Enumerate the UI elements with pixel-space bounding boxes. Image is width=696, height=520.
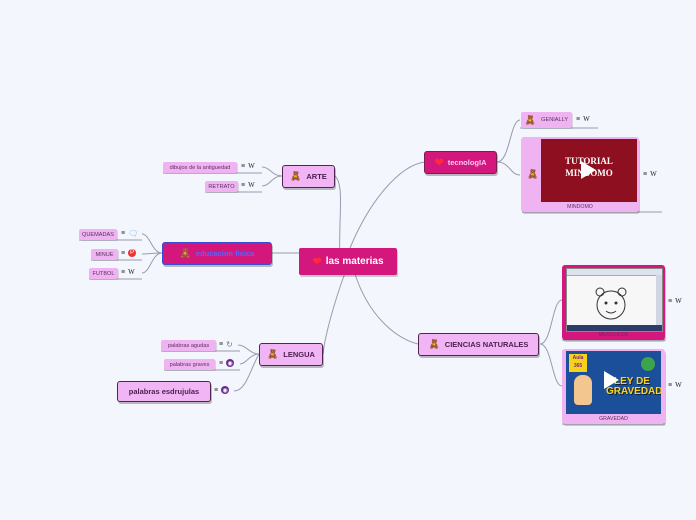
notes-icon[interactable]: ≡	[576, 115, 580, 123]
subtopic-esdrujulas[interactable]: palabras esdrujulas	[117, 381, 211, 402]
central-topic-label: las materias	[325, 256, 384, 267]
refresh-icon[interactable]: ↻	[226, 340, 233, 349]
video-card-musculos-attachments: ≡ W	[668, 297, 682, 305]
video-caption: MINDOMO	[567, 204, 593, 210]
subtopic-quemadas-attachments: ≡ 🗨	[121, 229, 138, 238]
subtopic-esdrujulas-label: palabras esdrujulas	[128, 387, 200, 396]
subtopic-graves-attachments: ≡ ◉	[219, 359, 235, 367]
subtopic-dibujos-label: dibujos de la antiguedad	[169, 164, 231, 171]
play-icon[interactable]	[581, 161, 596, 179]
video-caption: GRAVEDAD	[599, 416, 628, 422]
subtopic-graves-label: palabras graves	[169, 361, 210, 368]
video-card-mindomo-attachments: ≡ W	[643, 170, 657, 178]
notes-icon[interactable]: ≡	[219, 341, 223, 348]
wikipedia-icon[interactable]: W	[650, 170, 657, 178]
notes-icon[interactable]: ≡	[121, 249, 125, 257]
globe-icon[interactable]: ◉	[221, 386, 230, 394]
subtopic-futbol[interactable]: FUTBOL	[89, 268, 118, 279]
notes-icon[interactable]: ≡	[241, 162, 245, 170]
subtopic-genially-attachments: ≡ W	[576, 115, 590, 123]
subtopic-retrato-label: RETRATO	[208, 183, 235, 190]
video-card-mindomo[interactable]: 🧸 TUTORIAL MINDOMO MINDOMO	[521, 137, 639, 212]
subtopic-quemadas-label: QUEMADAS	[81, 231, 114, 238]
subtopic-futbol-attachments: ≡ W	[121, 268, 135, 276]
video-thumbnail	[566, 268, 663, 332]
subtopic-quemadas[interactable]: QUEMADAS	[79, 229, 117, 240]
wikipedia-icon[interactable]: W	[248, 162, 255, 170]
subtopic-futbol-label: FUTBOL	[92, 270, 115, 277]
comment-icon[interactable]: 🗨	[128, 229, 139, 238]
subtopic-retrato[interactable]: RETRATO	[205, 181, 238, 192]
teddy-bear-icon: 🧸	[527, 169, 539, 179]
notes-icon[interactable]: ≡	[241, 181, 245, 189]
video-thumbnail: Aula 365 LEY DE GRAVEDAD	[566, 351, 661, 414]
subtopic-minue[interactable]: MINUE	[91, 249, 118, 260]
video-card-gravedad-attachments: ≡ W	[668, 381, 682, 389]
topic-lengua[interactable]: 🧸 LENGUA	[259, 343, 323, 366]
play-icon[interactable]	[604, 371, 619, 389]
topic-tecnologia-label: tecnologIA	[447, 158, 487, 167]
topic-arte-label: ARTE	[306, 172, 327, 181]
teddy-bear-icon: 🧸	[267, 349, 279, 359]
notes-icon[interactable]: ≡	[643, 170, 647, 178]
wikipedia-icon[interactable]: W	[675, 297, 682, 305]
video-card-musculos[interactable]: MUSCULOS	[562, 265, 665, 340]
topic-lengua-label: LENGUA	[283, 350, 315, 359]
video-thumbnail: TUTORIAL MINDOMO	[541, 139, 637, 202]
video-caption: MUSCULOS	[598, 332, 629, 338]
heart-icon: ❤	[312, 256, 322, 268]
topic-ciencias-naturales[interactable]: 🧸 CIENCIAS NATURALES	[418, 333, 539, 356]
notes-icon[interactable]: ≡	[121, 230, 125, 237]
central-topic[interactable]: ❤ las materias	[299, 248, 397, 275]
wikipedia-icon[interactable]: W	[675, 381, 682, 389]
teddy-bear-icon: 🧸	[524, 114, 537, 125]
aula365-logo: Aula 365	[569, 354, 587, 372]
sketch-drawing	[595, 287, 627, 320]
subtopic-dibujos[interactable]: dibujos de la antiguedad	[163, 162, 237, 173]
subtopic-agudas[interactable]: palabras agudas	[161, 340, 216, 351]
subtopic-agudas-attachments: ≡ ↻	[219, 340, 233, 349]
subtopic-genially-label: GENIALLY	[541, 117, 569, 123]
wikipedia-icon[interactable]: W	[128, 268, 135, 276]
subtopic-genially[interactable]: 🧸 GENIALLY	[521, 112, 572, 128]
subtopic-minue-attachments: ≡ P	[121, 249, 137, 257]
heart-icon: ❤	[434, 157, 444, 169]
notes-icon[interactable]: ≡	[668, 381, 672, 389]
subtopic-dibujos-attachments: ≡ W	[241, 162, 255, 170]
wikipedia-icon[interactable]: W	[248, 181, 255, 189]
subtopic-retrato-attachments: ≡ W	[241, 181, 255, 189]
topic-ciencias-naturales-label: CIENCIAS NATURALES	[444, 340, 529, 349]
globe-icon[interactable]: ◉	[226, 359, 235, 367]
gravedad-title: LEY DE GRAVEDAD	[606, 376, 661, 397]
notes-icon[interactable]: ≡	[214, 386, 218, 394]
topic-tecnologia[interactable]: ❤ tecnologIA	[424, 151, 497, 174]
topic-educacion-fisica[interactable]: 🧸 educacion fisica	[162, 242, 272, 265]
subtopic-esdrujulas-attachments: ≡ ◉	[214, 386, 230, 394]
subtopic-minue-label: MINUE	[95, 251, 114, 258]
notes-icon[interactable]: ≡	[121, 268, 125, 276]
pinterest-icon[interactable]: P	[128, 249, 137, 257]
video-card-gravedad[interactable]: Aula 365 LEY DE GRAVEDAD GRAVEDAD	[562, 349, 665, 424]
teddy-bear-icon: 🧸	[179, 248, 191, 258]
subtopic-graves[interactable]: palabras graves	[164, 359, 215, 370]
teddy-bear-icon: 🧸	[290, 171, 302, 181]
notes-icon[interactable]: ≡	[219, 359, 223, 367]
topic-educacion-fisica-label: educacion fisica	[195, 249, 255, 258]
wikipedia-icon[interactable]: W	[583, 115, 590, 123]
notes-icon[interactable]: ≡	[668, 297, 672, 305]
subtopic-agudas-label: palabras agudas	[167, 342, 210, 349]
teddy-bear-icon: 🧸	[428, 339, 440, 349]
topic-arte[interactable]: 🧸 ARTE	[282, 165, 335, 188]
